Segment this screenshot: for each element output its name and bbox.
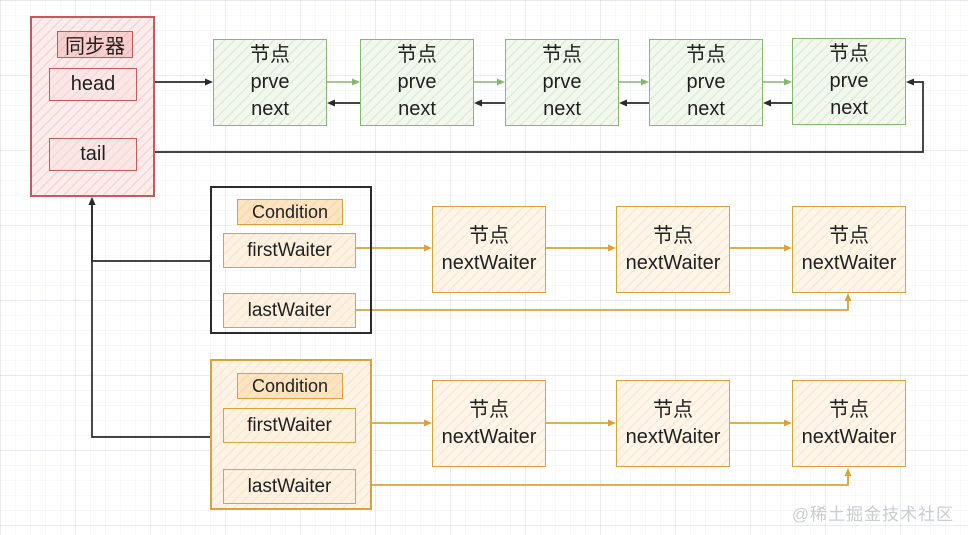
condition-box-1: Condition firstWaiter lastWaiter xyxy=(210,186,372,334)
queue-node-next-label: next xyxy=(251,98,289,120)
queue-node-2: 节点 prve next xyxy=(360,39,474,126)
queue-node-title: 节点 xyxy=(542,44,582,66)
queue-node-prev-label: prve xyxy=(542,71,582,93)
waiter-node-label: nextWaiter xyxy=(441,251,537,274)
condition-2-title: Condition xyxy=(237,373,343,399)
waiter-node-label: nextWaiter xyxy=(625,425,721,448)
waiter-node-label: nextWaiter xyxy=(801,251,897,274)
queue-node-next-label: next xyxy=(687,98,725,120)
queue-node-next-label: next xyxy=(830,97,868,119)
condition-2-first-waiter-field: firstWaiter xyxy=(223,408,356,443)
waiter-node-label: nextWaiter xyxy=(441,425,537,448)
queue-node-title: 节点 xyxy=(397,44,437,66)
synchronizer-title: 同步器 xyxy=(57,31,133,58)
watermark-text: @稀土掘金技术社区 xyxy=(791,505,954,524)
waiter-node-label: nextWaiter xyxy=(625,251,721,274)
queue-node-1: 节点 prve next xyxy=(213,39,327,126)
synchronizer-box: 同步器 head tail xyxy=(30,16,155,197)
queue-node-next-label: next xyxy=(543,98,581,120)
waiter-node-title: 节点 xyxy=(653,224,693,247)
waiter-node-2-2: 节点 nextWaiter xyxy=(616,380,730,467)
waiter-node-label: nextWaiter xyxy=(801,425,897,448)
condition-2-last-waiter-field: lastWaiter xyxy=(223,469,356,504)
queue-node-prev-label: prve xyxy=(829,70,869,92)
waiter-node-1-2: 节点 nextWaiter xyxy=(616,206,730,293)
queue-node-title: 节点 xyxy=(250,44,290,66)
waiter-node-2-3: 节点 nextWaiter xyxy=(792,380,906,467)
condition-1-title: Condition xyxy=(237,199,343,225)
condition-box-2: Condition firstWaiter lastWaiter xyxy=(210,359,372,510)
queue-node-title: 节点 xyxy=(829,43,869,65)
queue-node-prev-label: prve xyxy=(250,71,290,93)
queue-node-4: 节点 prve next xyxy=(649,39,763,126)
waiter-node-title: 节点 xyxy=(469,398,509,421)
waiter-node-title: 节点 xyxy=(653,398,693,421)
queue-node-prev-label: prve xyxy=(397,71,437,93)
queue-node-3: 节点 prve next xyxy=(505,39,619,126)
waiter-node-title: 节点 xyxy=(469,224,509,247)
waiter-node-title: 节点 xyxy=(829,398,869,421)
queue-node-next-label: next xyxy=(398,98,436,120)
condition-1-first-waiter-field: firstWaiter xyxy=(223,233,356,268)
queue-node-title: 节点 xyxy=(686,44,726,66)
queue-node-prev-label: prve xyxy=(686,71,726,93)
queue-node-5: 节点 prve next xyxy=(792,38,906,125)
waiter-node-title: 节点 xyxy=(829,224,869,247)
condition-1-last-waiter-field: lastWaiter xyxy=(223,293,356,328)
tail-field: tail xyxy=(49,138,137,171)
waiter-node-2-1: 节点 nextWaiter xyxy=(432,380,546,467)
waiter-node-1-3: 节点 nextWaiter xyxy=(792,206,906,293)
head-field: head xyxy=(49,68,137,101)
waiter-node-1-1: 节点 nextWaiter xyxy=(432,206,546,293)
